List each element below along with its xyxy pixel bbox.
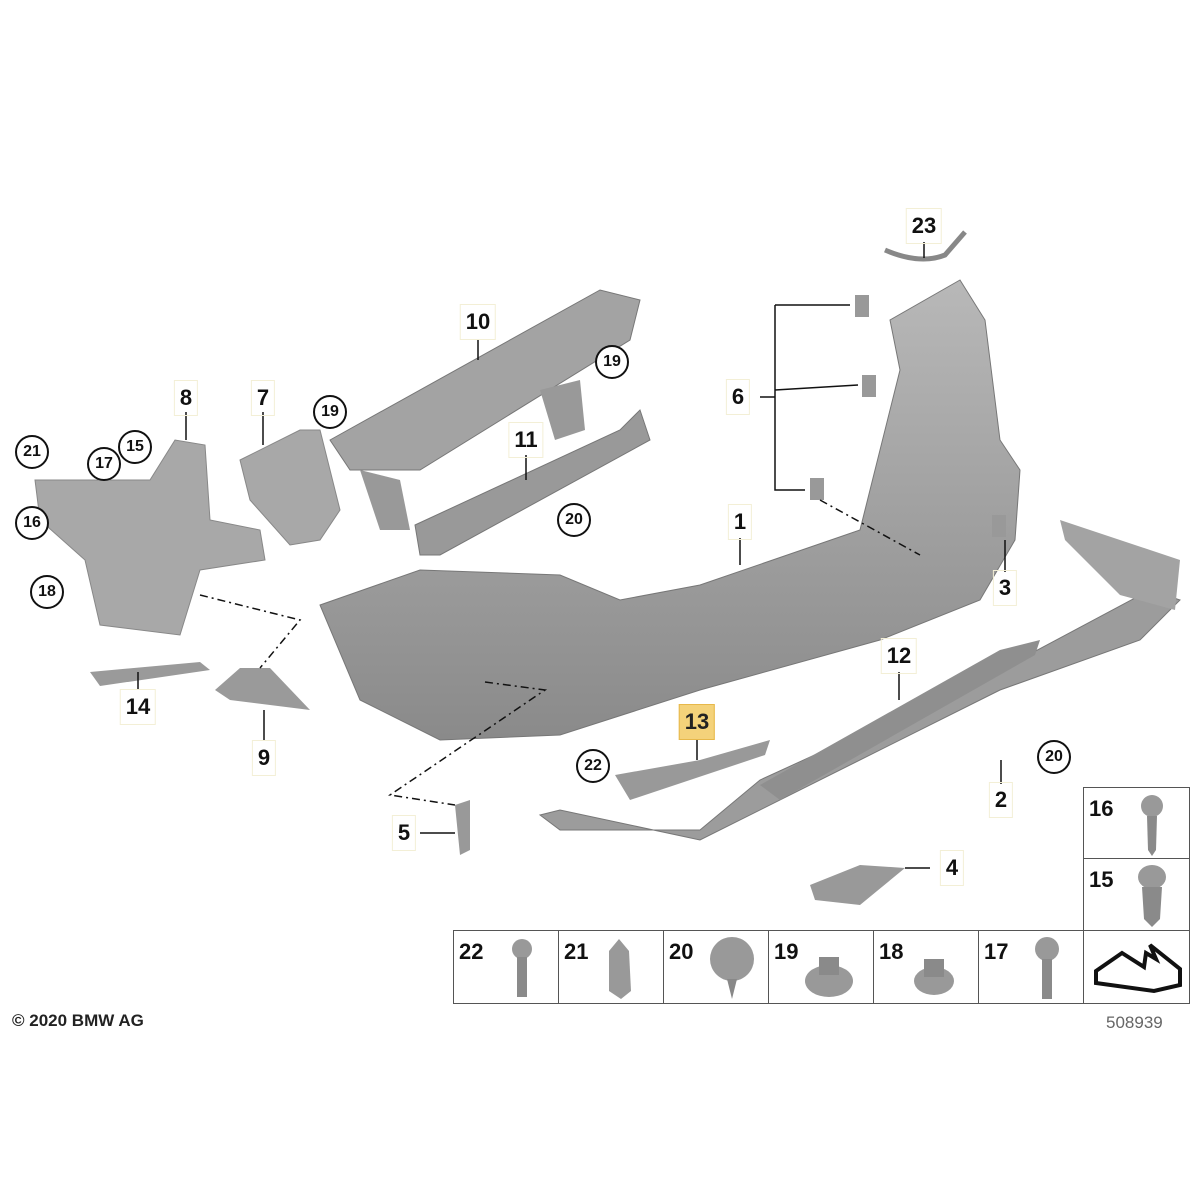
fastener-cell-15[interactable]: 15: [1083, 858, 1190, 931]
callout-1[interactable]: 1: [727, 504, 753, 540]
screw-icon: [1141, 795, 1163, 856]
circled-callout-16[interactable]: 16: [15, 506, 49, 540]
circled-callout-20[interactable]: 20: [1037, 740, 1071, 774]
flange-nut-icon: [914, 959, 954, 995]
circled-callout-19[interactable]: 19: [595, 345, 629, 379]
fastener-number: 22: [459, 939, 484, 964]
circled-callout-22[interactable]: 22: [576, 749, 610, 783]
screw-icon: [512, 939, 532, 997]
callout-3[interactable]: 3: [992, 570, 1018, 606]
circled-callout-21[interactable]: 21: [15, 435, 49, 469]
callout-5[interactable]: 5: [391, 815, 417, 851]
callout-14[interactable]: 14: [119, 689, 157, 725]
push-rivet-icon: [1138, 865, 1166, 927]
callout-9[interactable]: 9: [251, 740, 277, 776]
diagram-number: 508939: [1106, 1013, 1163, 1032]
callout-2[interactable]: 2: [988, 782, 1014, 818]
fastener-cell-17[interactable]: 17: [978, 930, 1084, 1004]
fastener-number: 19: [774, 939, 799, 964]
circled-callout-15[interactable]: 15: [118, 430, 152, 464]
circled-callout-20[interactable]: 20: [557, 503, 591, 537]
circled-callout-19[interactable]: 19: [313, 395, 347, 429]
flange-nut-icon: [805, 957, 853, 997]
callout-11[interactable]: 11: [508, 422, 544, 458]
direction-arrow-icon: [1094, 943, 1182, 994]
fastener-number: 17: [984, 939, 1009, 964]
fastener-number: 20: [669, 939, 694, 964]
copyright: © 2020 BMW AG: [12, 1011, 144, 1030]
expanding-rivet-icon: [710, 937, 754, 999]
fastener-cell-19[interactable]: 19: [768, 930, 874, 1004]
callout-8[interactable]: 8: [173, 380, 199, 416]
fastener-cell-18[interactable]: 18: [873, 930, 979, 1004]
orientation-arrow-cell: [1083, 930, 1190, 1004]
clip-nut-icon: [609, 939, 631, 999]
fastener-cell-22[interactable]: 22: [453, 930, 559, 1004]
fastener-cell-21[interactable]: 21: [558, 930, 664, 1004]
callout-13-highlighted[interactable]: 13: [678, 704, 716, 740]
fastener-number: 18: [879, 939, 904, 964]
fastener-cell-20[interactable]: 20: [663, 930, 769, 1004]
circled-callout-18[interactable]: 18: [30, 575, 64, 609]
fastener-number: 21: [564, 939, 589, 964]
callout-6[interactable]: 6: [725, 379, 751, 415]
callout-23[interactable]: 23: [905, 208, 943, 244]
circled-callout-17[interactable]: 17: [87, 447, 121, 481]
callout-4[interactable]: 4: [939, 850, 965, 886]
fastener-number: 15: [1089, 867, 1114, 892]
callout-12[interactable]: 12: [880, 638, 918, 674]
fastener-number: 16: [1089, 796, 1114, 821]
bumper-cover-part: [319, 279, 1021, 741]
callout-10[interactable]: 10: [459, 304, 497, 340]
screw-icon: [1035, 937, 1059, 999]
fastener-cell-16[interactable]: 16: [1083, 787, 1190, 859]
callout-7[interactable]: 7: [250, 380, 276, 416]
